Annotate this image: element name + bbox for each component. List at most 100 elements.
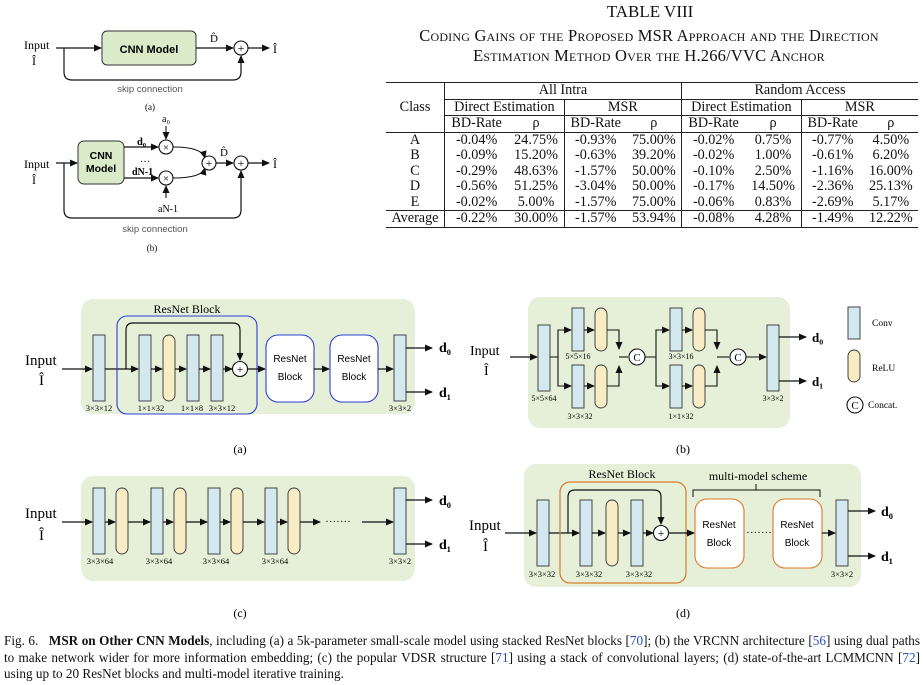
output-d1: d₁ (812, 374, 823, 389)
citation-link[interactable]: 72 (902, 649, 916, 665)
figure-c: Input Î 3×3×64 3×3×64 3×3×64 3×3×64 ····… (25, 476, 451, 620)
caption-prefix: Fig. 6. (4, 633, 39, 648)
table-header-row: BD-Rate ρ BD-Rate ρ BD-Rate ρ BD-Rate ρ (386, 115, 918, 132)
conv-layer (630, 499, 644, 567)
resnet-block (265, 334, 315, 403)
skip-connection-path (63, 48, 245, 81)
layer-dims: 3×3×64 (87, 556, 114, 566)
conv-layer (210, 334, 224, 402)
conv-layer (571, 364, 585, 409)
relu-layer (230, 487, 244, 555)
ellipsis: ······· (746, 527, 772, 539)
layer-dims: 3×3×16 (668, 352, 693, 361)
times-icon: × (163, 173, 169, 185)
resnet-label: ResNet (273, 354, 307, 365)
table-number: TABLE VIII (606, 2, 694, 21)
arrow (557, 357, 572, 390)
layer-dims: 1×1×32 (668, 412, 693, 421)
table-row: A -0.04%24.75% -0.93%75.00% -0.02%0.75% … (386, 131, 918, 148)
layer-dims: 3×3×64 (146, 556, 173, 566)
metric-header: ρ (887, 115, 895, 131)
figure-d: Input Î 3×3×32 ResNet Block + 3×3×32 3×3… (469, 464, 893, 620)
layer-dims: 3×3×32 (529, 569, 556, 579)
group-random-access: Random Access (681, 82, 918, 100)
layer-dims: 1×1×32 (138, 403, 165, 413)
small-figure-b: Input Î CNN Model d₀ … dN-1 a₀ × × aN-1 … (24, 114, 277, 253)
input-symbol: Î (39, 372, 44, 389)
output-d0: d₀ (881, 505, 893, 520)
input-label: Input (469, 518, 501, 534)
conv-layer (393, 487, 407, 555)
legend-relu-swatch (847, 349, 861, 383)
coding-gains-table: All Intra Random Access Class Direct Est… (386, 82, 918, 228)
output-d1: d₁ (881, 550, 893, 565)
a0-label: a₀ (162, 114, 170, 125)
arrow (645, 326, 670, 358)
output-d0: d₀ (439, 341, 451, 356)
layer-dims: 3×3×64 (262, 556, 289, 566)
dN1-label: dN-1 (132, 167, 153, 178)
relu-layer (173, 487, 187, 555)
output-symbol: Î (273, 42, 277, 56)
multi-model-title: multi-model scheme (709, 469, 807, 483)
plus-icon: + (238, 41, 245, 55)
arrow (607, 365, 623, 387)
method-header: Direct Estimation (444, 99, 565, 116)
input-label: Input (24, 157, 50, 171)
layer-dims: 3×3×2 (389, 556, 411, 566)
figure-a: Input Î 3×3×12 ResNet Block + 1×1×32 1×1… (25, 299, 451, 456)
conv-layer (669, 307, 683, 352)
output-d1: d₁ (439, 386, 451, 401)
block-label: Block (707, 538, 732, 549)
relu-layer (162, 334, 176, 402)
output-d0: d₀ (439, 494, 451, 509)
conv-layer (393, 334, 407, 402)
block-label: Block (342, 372, 367, 383)
skip-connection-path (63, 163, 245, 219)
method-header: Direct Estimation (681, 99, 802, 116)
panel-background (528, 297, 790, 428)
legend-concat-symbol (846, 396, 864, 414)
layer-dims: 3×3×12 (86, 403, 113, 413)
subfig-label: (a) (233, 442, 246, 456)
conv-layer (186, 334, 200, 402)
relu-layer (287, 487, 301, 555)
skip-connection-label: skip connection (122, 224, 187, 235)
resnet-label: ResNet (702, 520, 736, 531)
citation-link[interactable]: 71 (495, 649, 509, 665)
resnet-block (772, 498, 823, 569)
layer-dims: 3×3×12 (209, 403, 236, 413)
conv-layer (835, 499, 849, 567)
conv-layer (537, 324, 551, 392)
conv-layer (579, 499, 593, 567)
output-d0: d₀ (812, 330, 823, 345)
d-hat-label: D̂ (220, 146, 228, 159)
block-label: Block (278, 372, 303, 383)
output-symbol: Î (273, 157, 277, 171)
subfig-label: (b) (147, 243, 158, 253)
resnet-label: ResNet (337, 354, 371, 365)
table-caption-line2: Estimation Method Over the H.266/VVC Anc… (473, 46, 825, 65)
subfig-label: (a) (145, 102, 155, 112)
arrow (705, 329, 721, 350)
conv-layer (207, 487, 221, 555)
conv-layer (536, 499, 550, 567)
citation-link[interactable]: 56 (812, 633, 826, 648)
skip-connection-label: skip connection (117, 84, 182, 95)
subfig-label: (c) (233, 606, 246, 620)
resnet-block-group (116, 315, 258, 415)
conv-layer (766, 324, 780, 392)
figure-b: Input Î 5×5×64 5×5×16 3×3×32 C 3×3×16 1×… (470, 297, 823, 456)
input-label: Input (24, 38, 50, 52)
legend-conv-swatch (847, 306, 861, 340)
table-average-row: Average -0.22%30.00% -1.57%53.94% -0.08%… (386, 210, 918, 228)
metric-header: ρ (745, 115, 802, 132)
citation-link[interactable]: 70 (629, 633, 644, 648)
layer-dims: 3×3×64 (203, 556, 230, 566)
plus-icon: + (238, 156, 245, 170)
metric-header: BD-Rate (807, 115, 858, 131)
legend: Conv ReLU C Concat. (846, 306, 897, 414)
resnet-block-title: ResNet Block (154, 302, 221, 316)
arrow (705, 365, 721, 387)
figure-canvas: Input Î CNN Model D̂ + Î skip connection… (24, 30, 897, 620)
